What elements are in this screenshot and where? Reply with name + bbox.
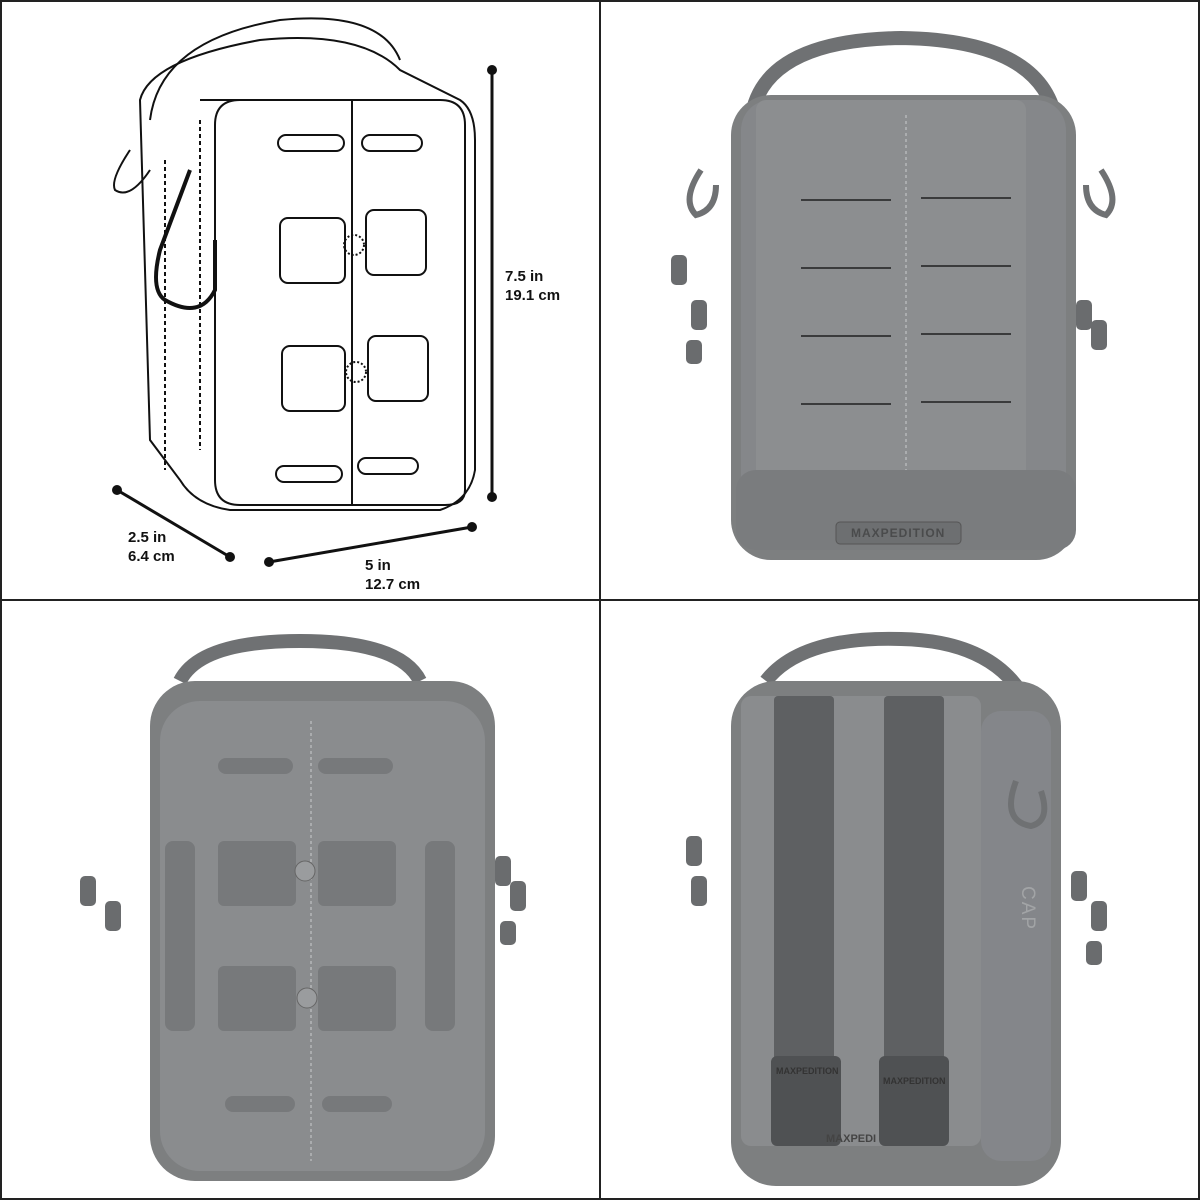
grid-divider-horizontal: [0, 599, 1200, 601]
width-inches: 5 in: [365, 557, 391, 574]
maxpedition-logo: MAXPEDITION: [851, 526, 946, 540]
panel-front-view: MAXPEDITION: [601, 0, 1199, 598]
base-logo: MAXPEDI: [826, 1133, 877, 1145]
height-cm: 19.1 cm: [505, 287, 561, 304]
pouch-rear-photo: [686, 631, 1107, 1186]
width-cm: 12.7 cm: [365, 576, 421, 593]
panel-rear-strap-view: CAP MAXPEDITION MAXPEDITION MAXPEDI: [601, 601, 1199, 1199]
width-dimension-label: 5 in 12.7 cm: [365, 556, 420, 594]
buckle-logo-left: MAXPEDITION: [776, 1066, 839, 1076]
panel-back-view: [0, 601, 598, 1199]
cap-side-label: CAP: [1017, 886, 1038, 932]
depth-cm: 6.4 cm: [128, 548, 175, 565]
panel-line-drawing: 7.5 in 19.1 cm 2.5 in 6.4 cm 5 in 12.7 c…: [0, 0, 598, 598]
depth-inches: 2.5 in: [128, 529, 167, 546]
dimension-lines: [112, 65, 497, 567]
pouch-back-photo: [80, 633, 526, 1181]
pouch-front-photo: [671, 30, 1116, 560]
buckle-logo-right: MAXPEDITION: [883, 1076, 946, 1086]
pouch-line-drawing: [113, 17, 476, 511]
height-inches: 7.5 in: [505, 268, 544, 285]
depth-dimension-label: 2.5 in 6.4 cm: [128, 528, 175, 566]
height-dimension-label: 7.5 in 19.1 cm: [505, 267, 560, 305]
